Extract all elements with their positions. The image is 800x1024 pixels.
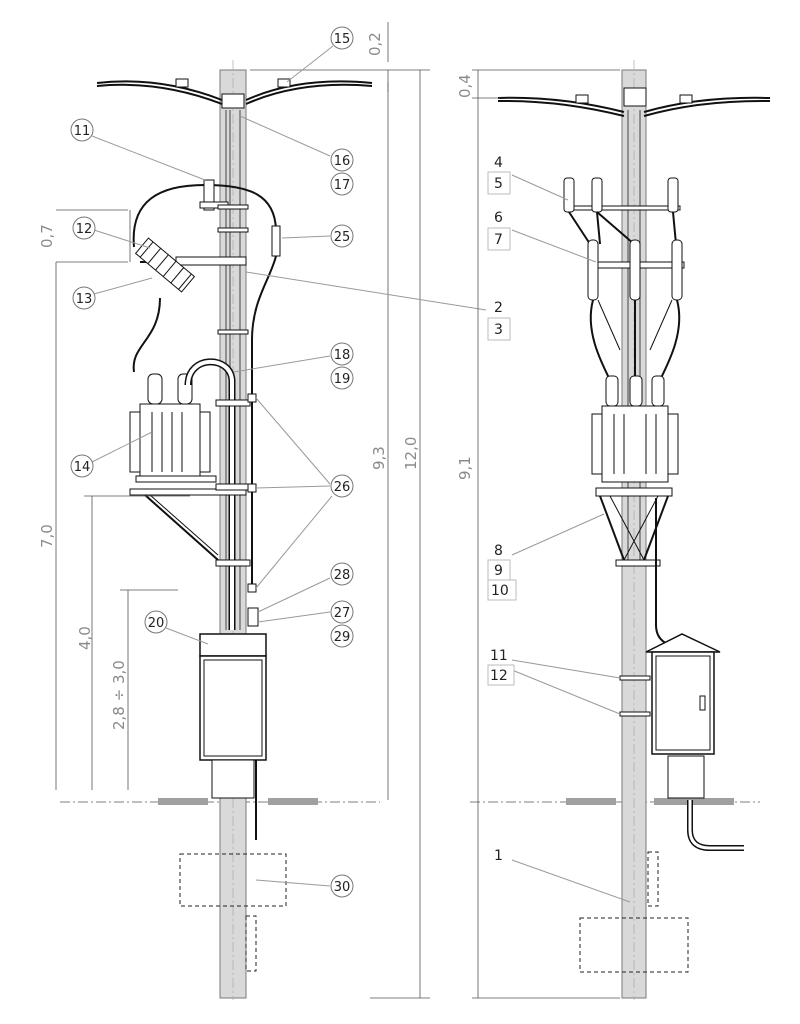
- right-transformer: [591, 405, 679, 497]
- callout-30: 30: [334, 880, 351, 895]
- dim-transformer-mount: 7,0: [38, 524, 56, 548]
- right-pole-assembly: [497, 60, 771, 1000]
- callout-2: 2: [494, 300, 503, 316]
- callout-14: 14: [74, 460, 91, 475]
- callout-16: 16: [334, 154, 351, 169]
- callout-6: 6: [494, 210, 503, 226]
- callout-5: 5: [494, 176, 503, 192]
- left-pole-assembly: [96, 60, 373, 1000]
- dim-bracket-height: 4,0: [76, 626, 94, 650]
- fuse-25: [251, 225, 281, 590]
- callout-12-right: 12: [490, 668, 508, 684]
- arrester-12-13: [134, 237, 196, 293]
- right-platform-brace: [599, 495, 669, 567]
- callout-9: 9: [494, 563, 503, 579]
- callout-4: 4: [494, 155, 503, 171]
- left-overhead-line: [96, 78, 373, 109]
- callout-20: 20: [148, 616, 165, 631]
- dim-insulator-height: 0,7: [38, 224, 56, 248]
- ground-line-left: [60, 798, 380, 805]
- callout-10: 10: [491, 583, 509, 599]
- left-callouts: 15 11 16 17 12 25 13 2 3 18 19: [70, 26, 511, 898]
- dim-top-offset-left: 0,2: [366, 32, 384, 56]
- callout-13: 13: [76, 292, 93, 307]
- foundation-30: [179, 853, 287, 907]
- ground-line-right: [470, 798, 760, 805]
- transformer-14: [129, 373, 217, 483]
- right-cabinet: [645, 633, 721, 799]
- callout-11-right: 11: [490, 648, 508, 664]
- callout-8: 8: [494, 543, 503, 559]
- callout-12: 12: [76, 222, 93, 237]
- transformer-platform: [129, 488, 247, 561]
- callout-25: 25: [334, 230, 351, 245]
- callout-27: 27: [334, 606, 351, 621]
- right-overhead-line: [497, 87, 771, 117]
- dim-pole-above-ground-right: 9,1: [456, 456, 474, 480]
- callout-18: 18: [334, 348, 351, 363]
- callout-19: 19: [334, 372, 351, 387]
- dim-pole-above-ground-left: 9,3: [370, 446, 388, 470]
- dim-pole-total: 12,0: [402, 437, 420, 470]
- callout-26: 26: [334, 480, 351, 495]
- callout-11: 11: [74, 124, 91, 139]
- callout-1: 1: [494, 848, 503, 864]
- callout-7: 7: [494, 232, 503, 248]
- dim-top-offset-right: 0,4: [456, 74, 474, 98]
- callout-3: 3: [494, 322, 503, 338]
- dim-cabinet-height: 2,8 ÷ 3,0: [110, 660, 128, 730]
- right-callouts: 4 5 6 7 8 9 10 11 12 1: [487, 155, 631, 903]
- cabinet-20: [199, 633, 267, 799]
- callout-29: 29: [334, 630, 351, 645]
- right-dimension-lines: [472, 69, 620, 999]
- callout-15: 15: [334, 32, 351, 47]
- callout-28: 28: [334, 568, 351, 583]
- left-dimension-lines: [55, 22, 430, 999]
- callout-17: 17: [334, 178, 351, 193]
- right-disconnectors: [587, 239, 683, 301]
